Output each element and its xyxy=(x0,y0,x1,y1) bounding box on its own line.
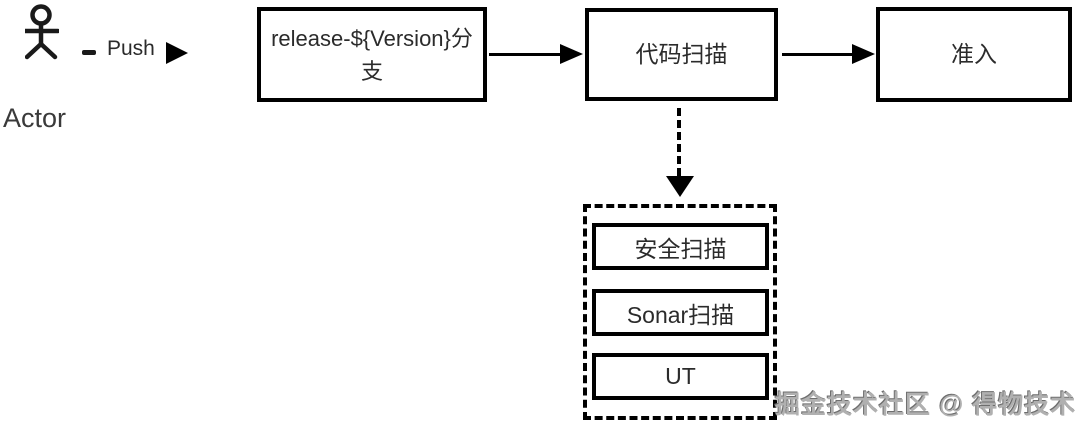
actor-label: Actor xyxy=(3,103,67,133)
node-code-scan: 代码扫描 xyxy=(585,8,778,101)
scan-item-security: 安全扫描 xyxy=(592,223,769,270)
node-release-branch: release-${Version}分支 xyxy=(257,7,487,102)
watermark: 掘金技术社区 @ 得物技术 xyxy=(775,391,1077,419)
arrow-codescan-to-admission-head xyxy=(852,44,875,64)
actor-icon xyxy=(25,4,59,60)
dashed-arrow-codescan-to-group-line xyxy=(677,108,681,176)
play-icon xyxy=(166,42,188,64)
node-admission: 准入 xyxy=(876,7,1072,102)
arrow-codescan-to-admission-line xyxy=(782,53,854,56)
arrow-branch-to-codescan-line xyxy=(489,53,561,56)
scan-item-sonar: Sonar扫描 xyxy=(592,289,769,336)
scan-item-ut: UT xyxy=(592,353,769,400)
arrow-branch-to-codescan-head xyxy=(560,44,583,64)
push-label: Push xyxy=(107,37,155,60)
dash-connector xyxy=(82,50,96,55)
dashed-arrow-codescan-to-group-head xyxy=(666,176,694,197)
